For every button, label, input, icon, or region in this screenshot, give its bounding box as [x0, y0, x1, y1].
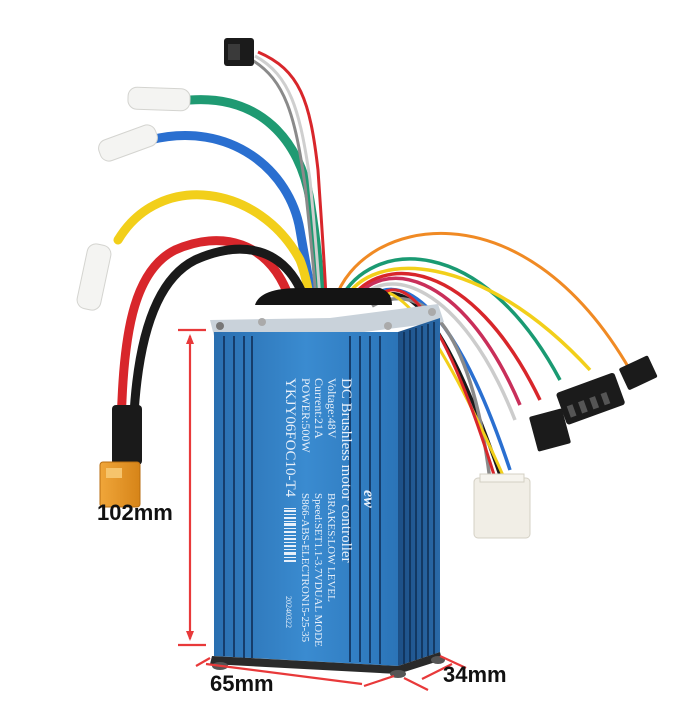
xt60-connector	[99, 461, 141, 508]
hall-sensor-cable	[224, 38, 328, 301]
label-line-1: DC Brushless motor controller	[338, 378, 354, 563]
label-line-5: YKJY06FOC10-T4	[282, 378, 298, 498]
label-line-3: Current:21A	[312, 378, 326, 439]
depth-dimension-label: 34mm	[443, 662, 507, 687]
brand-logo: ew	[360, 490, 377, 508]
height-dimension-label: 102mm	[97, 500, 173, 525]
label-line-2: Voltage:48V	[325, 378, 339, 439]
label-line-8: S866-ABS-ELECTRON15-25-35	[299, 493, 311, 643]
label-line-7: Speed:SET1.1-3.7VDUAL MODE	[312, 493, 324, 647]
harness-connectors	[473, 355, 658, 539]
signal-harness	[333, 232, 632, 481]
power-cable	[112, 236, 310, 465]
date-code: 20240322	[284, 596, 293, 628]
dimension-lines	[178, 328, 467, 691]
label-line-4: POWER:500W	[299, 378, 313, 453]
label-line-6: BRAKES:LOW LEVEL	[325, 493, 337, 602]
width-dimension-label: 65mm	[210, 671, 274, 696]
controller-body	[210, 288, 445, 678]
product-label: DC Brushless motor controller Voltage:48…	[282, 378, 377, 647]
barcode	[284, 508, 296, 562]
bullet-connectors	[76, 86, 191, 311]
